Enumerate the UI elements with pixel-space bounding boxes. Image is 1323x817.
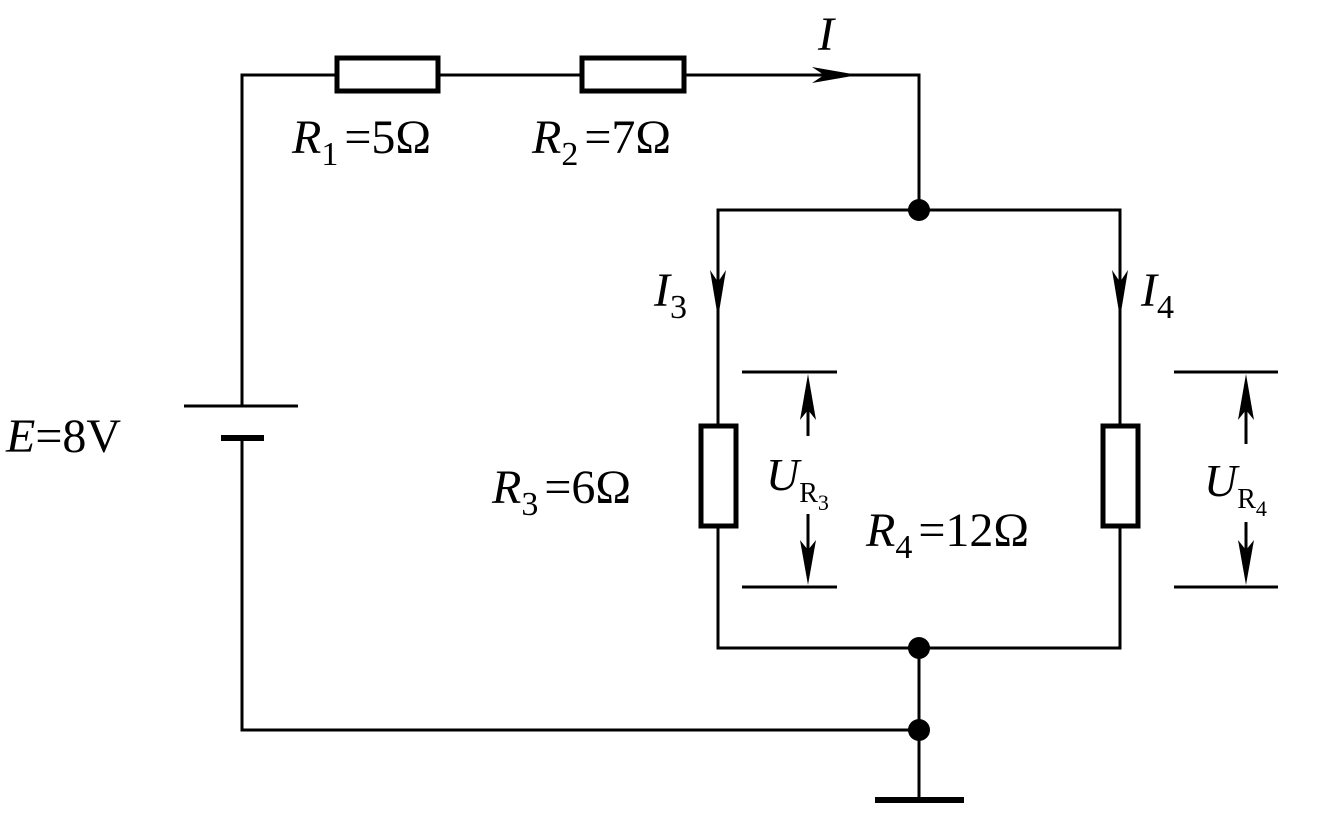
label-current-r3: I3 — [653, 264, 687, 326]
label-r2: R2=7Ω — [531, 111, 671, 173]
ur4-down-arrow-icon — [1238, 540, 1254, 585]
label-current-main: I — [817, 8, 836, 61]
resistor-r2 — [579, 55, 687, 94]
wire-top-right — [684, 73, 921, 210]
junction-dot-middle — [908, 637, 930, 659]
junction-dot-bottom — [908, 719, 930, 741]
wire-left-top — [240, 73, 335, 406]
current-arrow-r3-icon — [710, 270, 726, 318]
wire-left-bottom — [240, 438, 919, 732]
wire-branch-top — [716, 208, 1122, 426]
voltage-indicator-ur3 — [742, 370, 837, 589]
current-arrow-r4-icon — [1112, 270, 1128, 318]
junction-dot-top — [908, 199, 930, 221]
label-ur3: UR3 — [766, 449, 829, 515]
voltage-indicator-ur4 — [1174, 370, 1278, 589]
resistor-r1 — [334, 55, 441, 94]
ur3-down-arrow-icon — [800, 540, 816, 585]
label-r4: R4=12Ω — [865, 504, 1029, 566]
ur3-up-arrow-icon — [800, 374, 816, 420]
wires — [240, 73, 1122, 800]
label-current-r4: I4 — [1140, 264, 1174, 326]
label-ur4: UR4 — [1204, 455, 1267, 521]
label-r3: R3=6Ω — [491, 461, 631, 523]
resistor-r4 — [1100, 423, 1141, 529]
label-r1: R1=5Ω — [291, 111, 431, 173]
resistor-r3 — [698, 423, 739, 529]
ur4-up-arrow-icon — [1238, 374, 1254, 420]
current-arrow-main-icon — [812, 67, 858, 83]
label-source: E=8V — [5, 410, 121, 463]
battery-symbol — [184, 404, 298, 441]
